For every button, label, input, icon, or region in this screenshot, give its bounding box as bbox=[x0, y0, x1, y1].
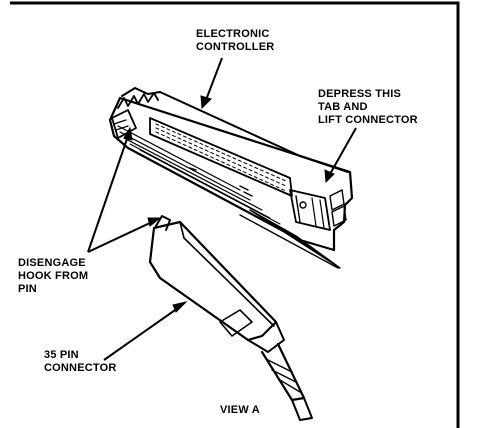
label-view-a: VIEW A bbox=[220, 404, 260, 416]
label-depress-tab: DEPRESS THIS TAB AND LIFT CONNECTOR bbox=[318, 88, 418, 126]
label-35-pin-connector: 35 PIN CONNECTOR bbox=[44, 349, 117, 374]
label-disengage-hook: DISENGAGE HOOK FROM PIN bbox=[18, 257, 89, 295]
pin-connector-illustration bbox=[148, 215, 313, 421]
label-electronic-controller: ELECTRONIC CONTROLLER bbox=[196, 28, 275, 53]
diagram-border bbox=[10, 1, 460, 428]
leader-lines bbox=[87, 57, 357, 361]
electronic-controller-illustration bbox=[108, 87, 354, 269]
